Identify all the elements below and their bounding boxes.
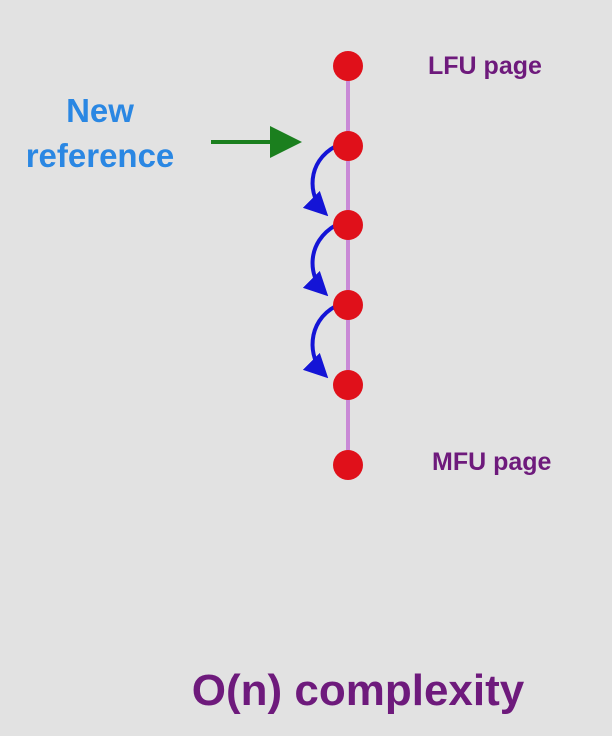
- traversal-arrow-3: [302, 304, 338, 379]
- traversal-arrow-2: [302, 223, 338, 297]
- new-reference-label: New reference: [14, 88, 186, 178]
- list-node-4: [333, 290, 363, 320]
- lfu-page-label: LFU page: [428, 52, 542, 80]
- list-node-1: [333, 51, 363, 81]
- new-reference-line-2: reference: [25, 137, 175, 174]
- complexity-caption: O(n) complexity: [191, 666, 525, 715]
- mfu-page-label: MFU page: [432, 448, 552, 476]
- new-reference-line-1: New: [66, 92, 134, 129]
- traversal-arrow-1: [302, 144, 338, 217]
- list-node-6: [333, 450, 363, 480]
- list-node-2: [333, 131, 363, 161]
- list-node-5: [333, 370, 363, 400]
- list-node-3: [333, 210, 363, 240]
